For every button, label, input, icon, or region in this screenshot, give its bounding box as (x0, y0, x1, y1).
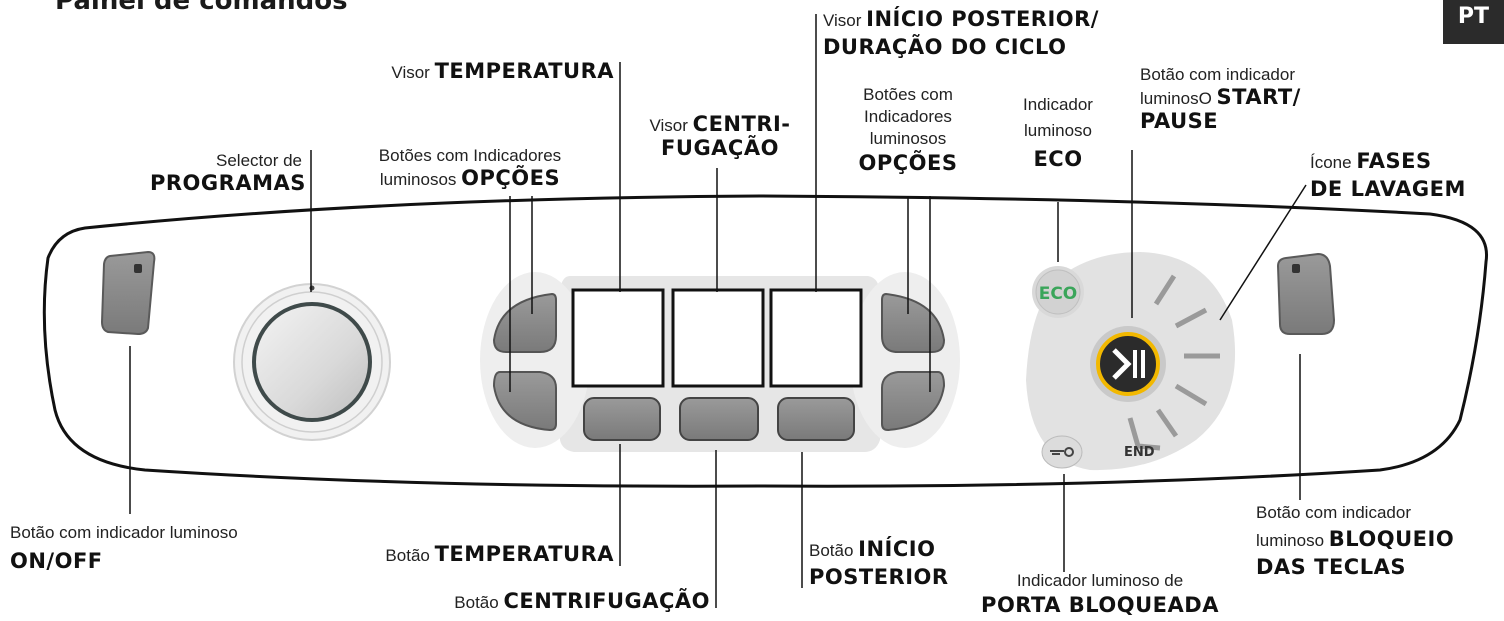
delay-button-label: Botão INÍCIO POSTERIOR (809, 537, 949, 589)
eco-label: Indicador luminoso ECO (1023, 95, 1093, 171)
end-label: END (1124, 445, 1155, 460)
delay-button (777, 397, 855, 441)
options-right-label: Botões com Indicadores luminosos OPÇÕES (858, 85, 958, 175)
option-button-right-top (881, 292, 946, 353)
eco-indicator (1035, 269, 1081, 315)
play-pause-icon (1112, 348, 1132, 380)
start-pause-label: Botão com indicador luminosO START/ PAUS… (1140, 65, 1301, 133)
language-badge: PT (1443, 0, 1504, 44)
spin-display (671, 288, 765, 388)
onoff-button (100, 250, 156, 336)
spin-display-label: Visor CENTRI- FUGAÇÃO (649, 112, 791, 160)
temperature-display (571, 288, 665, 388)
key-lock-label: Botão com indicador luminoso BLOQUEIO DA… (1256, 503, 1455, 579)
temperature-display-label: Visor TEMPERATURA (391, 59, 614, 83)
delay-display (769, 288, 863, 388)
delay-display-label: Visor INÍCIO POSTERIOR/ DURAÇÃO DO CICLO (823, 7, 1099, 59)
key-icon (1050, 447, 1074, 457)
eco-indicator-text: ECO (1039, 284, 1078, 304)
key-lock-button (1276, 252, 1336, 335)
leader-lines (129, 14, 1307, 608)
temperature-button-label: Botão TEMPERATURA (385, 542, 614, 566)
spin-button (679, 397, 759, 441)
program-selector-knob (233, 283, 391, 441)
wash-phases-label: Ícone FASES DE LAVAGEM (1310, 149, 1466, 201)
options-left-label: Botões com Indicadores luminosos OPÇÕES (378, 146, 562, 190)
onoff-led (134, 264, 142, 273)
selector-label: Selector de PROGRAMAS (150, 151, 306, 195)
option-button-right-bottom (881, 371, 946, 432)
onoff-label: Botão com indicador luminoso ON/OFF (10, 523, 238, 573)
temperature-button (583, 397, 661, 441)
spin-button-label: Botão CENTRIFUGAÇÃO (454, 589, 710, 613)
page-title: Painel de comandos (55, 0, 348, 16)
wash-phases-icon (1127, 274, 1220, 451)
key-lock-led (1292, 264, 1300, 273)
door-lock-label: Indicador luminoso de PORTA BLOQUEADA (981, 571, 1219, 617)
